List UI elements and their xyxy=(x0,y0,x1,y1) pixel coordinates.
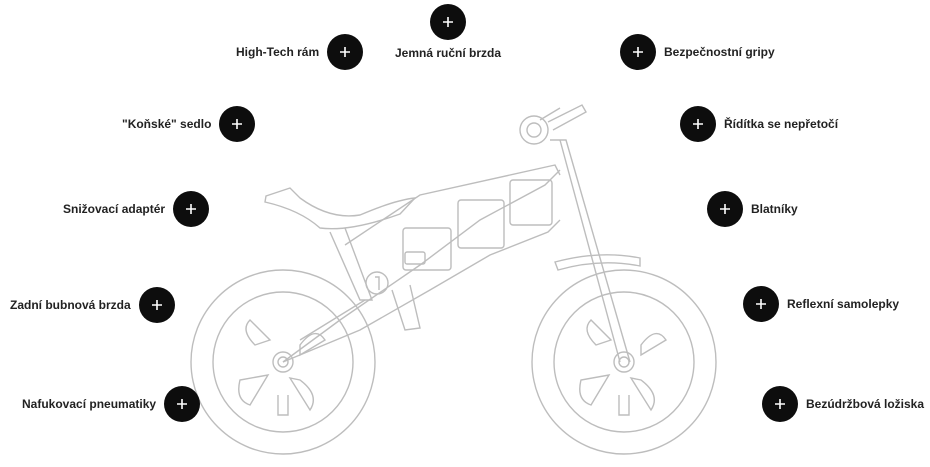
hotspot-label: Bezpečnostní gripy xyxy=(664,45,775,59)
hotspot-label: Jemná ruční brzda xyxy=(395,46,502,60)
plus-icon[interactable] xyxy=(762,386,798,422)
hotspot-label: Řídítka se nepřetočí xyxy=(724,117,839,131)
rear-wheel xyxy=(190,269,376,455)
hotspot-safety-grips[interactable]: Bezpečnostní gripy xyxy=(620,34,775,70)
hotspot-rear-drum-brake[interactable]: Zadní bubnová brzda xyxy=(10,287,175,323)
plus-icon[interactable] xyxy=(173,191,210,227)
hotspot-label: Snižovací adaptér xyxy=(63,202,166,216)
hotspot-label: Bezúdržbová ložiska xyxy=(806,397,925,411)
hotspot-fenders[interactable]: Blatníky xyxy=(707,191,798,227)
hotspot-inflatable-tires[interactable]: Nafukovací pneumatiky xyxy=(22,386,201,422)
hotspot-label: "Koňské" sedlo xyxy=(122,117,212,131)
plus-icon[interactable] xyxy=(138,287,175,323)
hotspot-reflective-stickers[interactable]: Reflexní samolepky xyxy=(743,286,899,322)
plus-icon[interactable] xyxy=(743,286,779,322)
hotspot-label: High-Tech rám xyxy=(236,45,320,59)
plus-icon[interactable] xyxy=(219,106,256,142)
saddle-and-seatpost xyxy=(264,187,421,331)
hotspot-high-tech-frame[interactable]: High-Tech rám xyxy=(236,34,364,70)
hotspot-horse-saddle[interactable]: "Koňské" sedlo xyxy=(122,106,256,142)
hotspot-label: Nafukovací pneumatiky xyxy=(22,397,157,411)
plus-icon[interactable] xyxy=(430,4,467,40)
plus-icon[interactable] xyxy=(327,34,364,70)
hotspot-steering-limiter[interactable]: Řídítka se nepřetočí xyxy=(680,106,838,142)
hotspot-lowering-adapter[interactable]: Snižovací adaptér xyxy=(63,191,210,227)
plus-icon[interactable] xyxy=(680,106,716,142)
fork-and-handlebar xyxy=(519,104,641,363)
plus-icon[interactable] xyxy=(620,34,656,70)
bike-frame xyxy=(282,164,561,363)
plus-icon[interactable] xyxy=(164,386,201,422)
plus-icon[interactable] xyxy=(707,191,743,227)
hotspot-label: Reflexní samolepky xyxy=(787,297,900,311)
hotspot-label: Blatníky xyxy=(751,202,798,216)
hotspot-maintenance-free-bearings[interactable]: Bezúdržbová ložiska xyxy=(762,386,924,422)
front-wheel xyxy=(531,269,717,455)
hotspot-hand-brake[interactable]: Jemná ruční brzda xyxy=(395,4,501,60)
hotspot-label: Zadní bubnová brzda xyxy=(10,298,131,312)
